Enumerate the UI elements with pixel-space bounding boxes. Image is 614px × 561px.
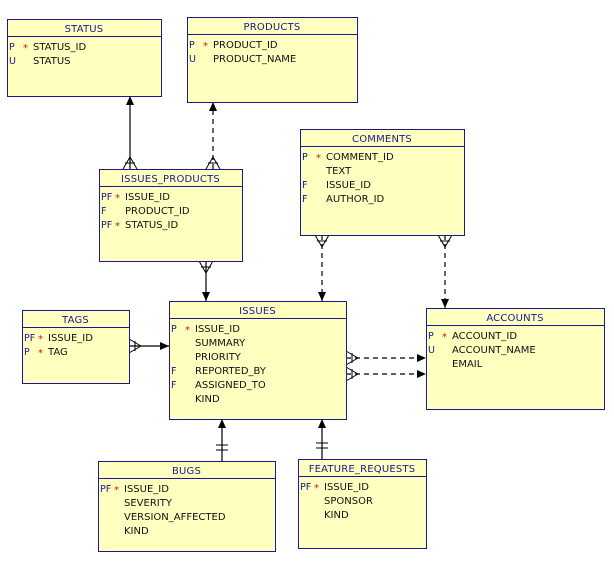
column-key: PF — [101, 192, 112, 203]
relationship-comments-accounts — [437, 234, 453, 308]
column-name: REPORTED_BY — [195, 366, 267, 377]
entity-title: TAGS — [61, 315, 89, 326]
relationship-issues-products-products — [205, 102, 221, 170]
mandatory-star: * — [23, 43, 28, 54]
entity-box — [298, 459, 427, 549]
mandatory-star: * — [314, 483, 319, 494]
column-name: TAG — [47, 347, 68, 358]
column-name: ACCOUNT_NAME — [452, 345, 536, 356]
column-name: KIND — [124, 526, 149, 537]
column-name: STATUS_ID — [125, 220, 178, 231]
column-key: P — [302, 152, 308, 163]
entity-products: PRODUCTS P * PRODUCT_ID U PRODUCT_NAME — [187, 17, 358, 103]
column-key: F — [101, 206, 106, 217]
mandatory-star: * — [115, 221, 120, 232]
entity-tags: TAGS PF* ISSUE_ID P * TAG — [22, 310, 130, 384]
entity-title: COMMENTS — [352, 134, 412, 145]
entity-box — [98, 461, 276, 552]
column-name: SPONSOR — [324, 496, 373, 507]
entity-title: ISSUES_PRODUCTS — [121, 174, 220, 185]
entity-bugs: BUGS PF* ISSUE_ID SEVERITY VERSION_AFFECTED K… — [98, 461, 276, 552]
mandatory-star: * — [185, 325, 190, 336]
column-name: STATUS_ID — [33, 42, 86, 53]
column-key: U — [9, 56, 16, 67]
column-name: TEXT — [325, 166, 352, 177]
mandatory-star: * — [38, 334, 43, 345]
entity-status: STATUS P * STATUS_ID U STATUS — [7, 19, 162, 97]
relationship-issues-accounts-assigned-to — [345, 366, 426, 382]
mandatory-star: * — [115, 193, 120, 204]
column-name: VERSION_AFFECTED — [124, 512, 226, 523]
column-key: U — [189, 54, 196, 65]
entity-box — [99, 169, 243, 262]
relationship-bugs-issues — [216, 419, 228, 461]
column-key: P — [189, 40, 195, 51]
column-key: PF — [24, 333, 35, 344]
relationship-tags-issues — [128, 338, 169, 354]
entity-box — [169, 301, 347, 420]
column-name: ISSUE_ID — [324, 482, 369, 493]
column-name: STATUS — [33, 56, 71, 67]
entity-title: ACCOUNTS — [486, 313, 543, 324]
column-name: ACCOUNT_ID — [452, 331, 517, 342]
column-name: ISSUE_ID — [195, 324, 240, 335]
column-name: SEVERITY — [124, 498, 173, 509]
mandatory-star: * — [203, 41, 208, 52]
column-name: KIND — [324, 510, 349, 521]
mandatory-star: * — [442, 332, 447, 343]
column-key: F — [171, 366, 176, 377]
relationship-issues-products-status — [122, 96, 138, 170]
entity-accounts: ACCOUNTS P * ACCOUNT_ID U ACCOUNT_NAME EMAIL — [426, 308, 605, 410]
column-name: ISSUE_ID — [124, 484, 169, 495]
mandatory-star: * — [38, 348, 43, 359]
relationship-issues-products-issues — [198, 260, 214, 301]
entity-box — [187, 17, 358, 103]
column-key: PF — [300, 482, 311, 493]
entity-box — [7, 19, 162, 97]
column-name: COMMENT_ID — [326, 152, 394, 163]
relationship-comments-issues — [314, 234, 330, 301]
entity-feature-requests: FEATURE_REQUESTS PF* ISSUE_ID SPONSOR KIND — [298, 459, 427, 549]
column-key: PF — [100, 484, 111, 495]
column-name: ISSUE_ID — [326, 180, 371, 191]
column-key: PF — [101, 220, 112, 231]
entity-title: PRODUCTS — [244, 22, 301, 33]
column-name: PRODUCT_NAME — [213, 54, 296, 65]
column-name: PRODUCT_ID — [213, 40, 278, 51]
relationship-feature-requests-issues — [316, 419, 328, 459]
entity-title: FEATURE_REQUESTS — [309, 464, 416, 475]
entity-box — [22, 310, 130, 384]
entity-title: BUGS — [172, 466, 201, 477]
relationship-issues-accounts-reported-by — [345, 350, 426, 366]
column-key: F — [171, 380, 176, 391]
entity-issues: ISSUES P * ISSUE_ID SUMMARY PRIORITY F REPORTED… — [169, 301, 347, 420]
relationship-lines — [122, 96, 453, 461]
entity-title: STATUS — [65, 24, 104, 35]
column-name: PRODUCT_ID — [125, 206, 190, 217]
mandatory-star: * — [316, 153, 321, 164]
column-key: P — [428, 331, 434, 342]
column-key: P — [24, 347, 30, 358]
column-name: EMAIL — [452, 359, 483, 370]
column-name: ISSUE_ID — [48, 333, 93, 344]
column-name: PRIORITY — [195, 352, 242, 363]
entity-title: ISSUES — [239, 306, 276, 317]
column-key: U — [428, 345, 435, 356]
column-name: ISSUE_ID — [125, 192, 170, 203]
column-key: P — [9, 42, 15, 53]
column-name: KIND — [195, 394, 220, 405]
column-key: F — [302, 194, 307, 205]
column-name: SUMMARY — [195, 338, 246, 349]
column-name: AUTHOR_ID — [326, 194, 385, 205]
column-key: P — [171, 324, 177, 335]
entity-box — [300, 129, 465, 236]
column-name: ASSIGNED_TO — [195, 380, 266, 391]
mandatory-star: * — [114, 485, 119, 496]
entity-comments: COMMENTS P * COMMENT_ID TEXT F ISSUE_ID F AUTHOR… — [300, 129, 465, 236]
column-key: F — [302, 180, 307, 191]
